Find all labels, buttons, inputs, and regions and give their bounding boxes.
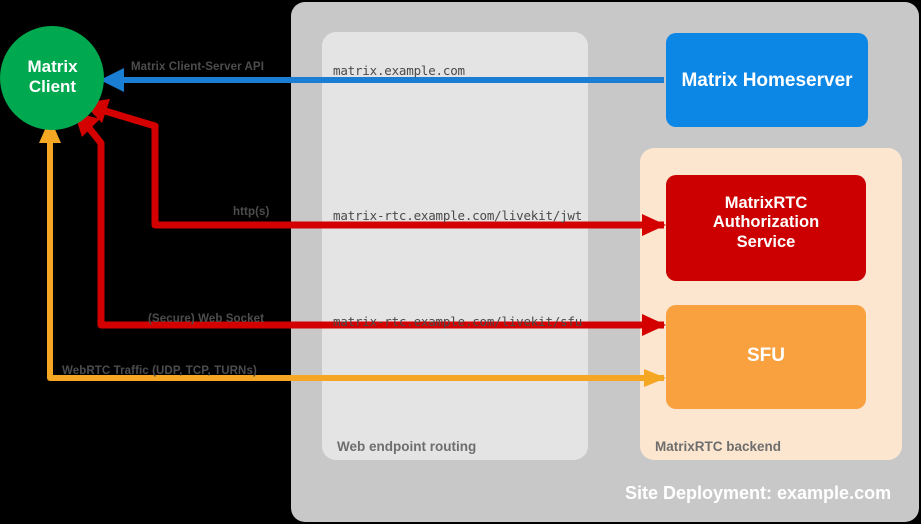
arrowhead-jwt-into-auth — [642, 214, 666, 236]
web-endpoint-routing-panel — [322, 32, 588, 460]
arrowhead-webrtc-into-sfu — [644, 369, 666, 387]
arrowhead-ws-into-sfu — [642, 314, 666, 336]
node-matrix-client[interactable] — [0, 26, 104, 130]
node-matrix-homeserver[interactable] — [666, 33, 868, 127]
connection-matrix-client-server-api — [100, 68, 664, 92]
connection-webrtc-traffic — [39, 118, 664, 381]
node-matrixrtc-authorization-service[interactable] — [666, 175, 866, 281]
node-sfu[interactable] — [666, 305, 866, 409]
